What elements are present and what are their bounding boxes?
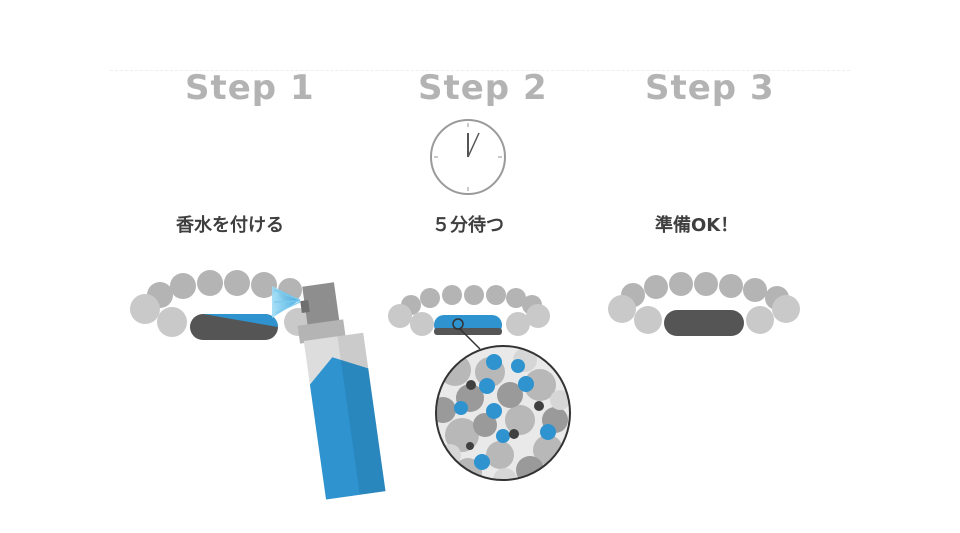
bracelet-step-2 [388, 285, 550, 350]
clock-icon [430, 119, 506, 195]
bracelet-step-1 [130, 270, 312, 340]
magnify-lens-icon [435, 345, 571, 481]
step-3-caption: 準備OK！ [655, 215, 739, 236]
step-1-title: Step 1 [185, 68, 315, 108]
perfume-spray-icon [297, 282, 386, 500]
step-3-title: Step 3 [645, 68, 775, 108]
step-1-caption: 香水を付ける [176, 215, 284, 236]
bracelet-step-3 [608, 272, 800, 336]
step-2-title: Step 2 [418, 68, 548, 108]
top-divider [110, 70, 850, 71]
step-2-caption: ５分待つ [432, 215, 504, 236]
